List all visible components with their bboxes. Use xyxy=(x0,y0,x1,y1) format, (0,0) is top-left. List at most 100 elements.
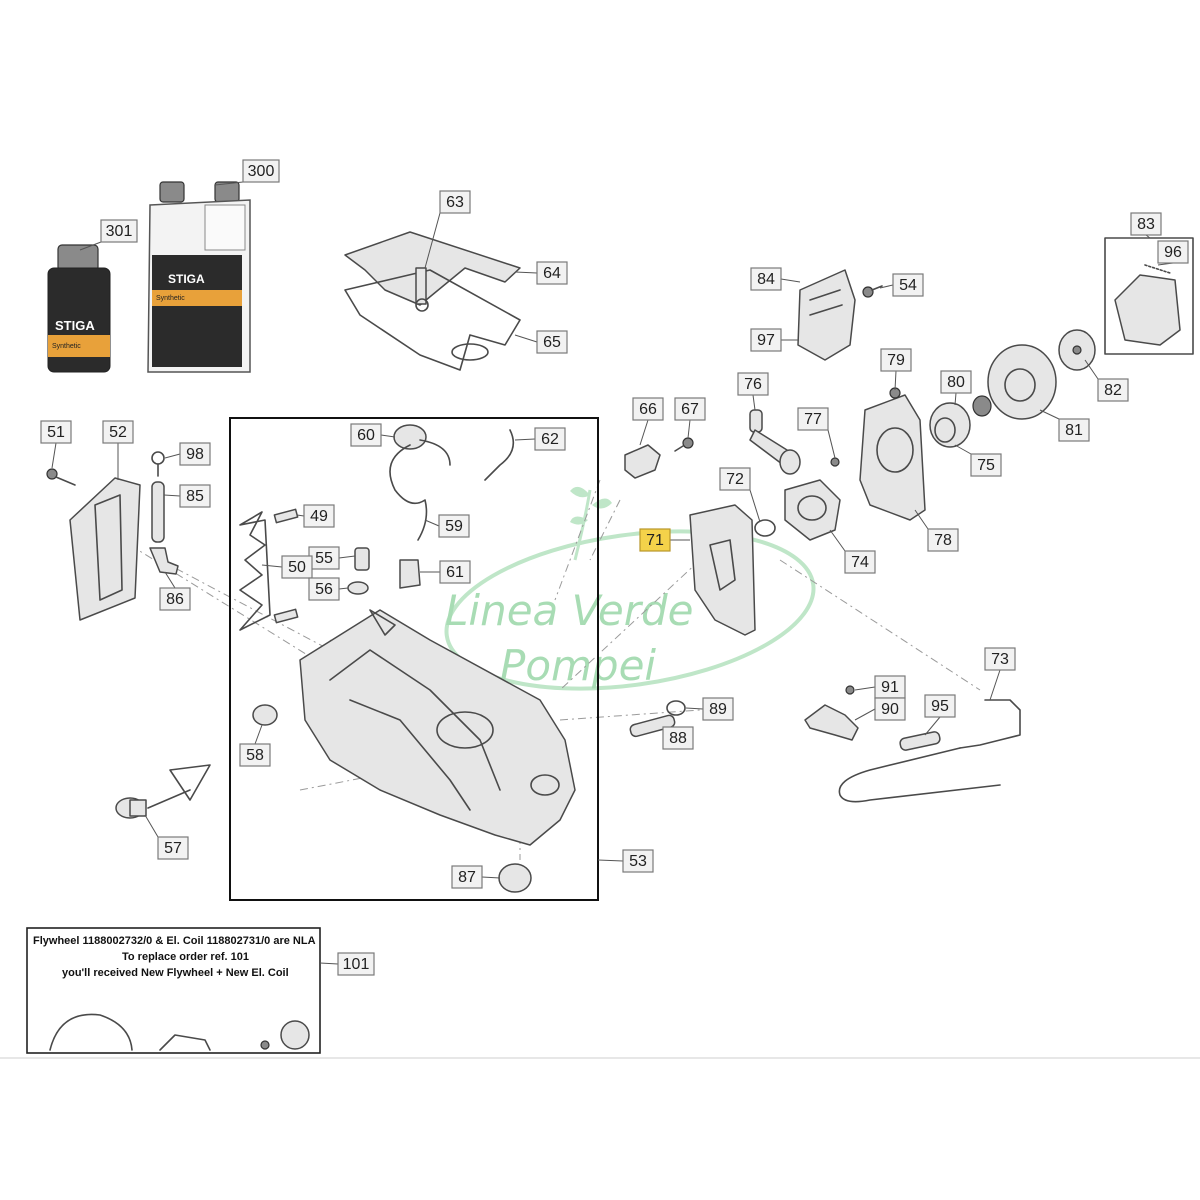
leader-67 xyxy=(687,419,691,439)
callout-box-89 xyxy=(702,697,734,721)
callout-box-71 xyxy=(639,528,671,552)
callout-59: 59 xyxy=(438,514,470,538)
callout-53: 53 xyxy=(622,849,654,873)
callout-text-67: 67 xyxy=(681,401,699,418)
callout-box-84 xyxy=(750,267,782,291)
callout-text-301: 301 xyxy=(106,223,133,240)
callout-text-91: 91 xyxy=(881,679,899,696)
callout-box-58 xyxy=(239,743,271,767)
large-bottle-label: Synthetic xyxy=(156,295,185,302)
leader-81 xyxy=(1039,409,1060,420)
callout-box-81 xyxy=(1058,418,1090,442)
callout-81: 81 xyxy=(1058,418,1090,442)
oil-bottle-small: STIGA Synthetic xyxy=(47,244,111,373)
callout-64: 64 xyxy=(536,261,568,285)
leader-59 xyxy=(424,519,440,527)
leader-56 xyxy=(338,587,349,590)
leader-57 xyxy=(144,814,159,838)
callout-box-54 xyxy=(892,273,924,297)
leader-84 xyxy=(780,278,801,283)
callout-52: 52 xyxy=(102,420,134,444)
watermark-line1: Linea Verde xyxy=(445,586,694,635)
callout-text-87: 87 xyxy=(458,869,476,886)
callout-box-80 xyxy=(940,370,972,394)
leader-51 xyxy=(51,442,57,469)
callout-text-61: 61 xyxy=(446,564,464,581)
callout-box-101 xyxy=(337,952,375,976)
callout-text-52: 52 xyxy=(109,424,127,441)
crankcase-group-frame xyxy=(229,417,599,901)
callout-box-96 xyxy=(1157,240,1189,264)
callout-58: 58 xyxy=(239,743,271,767)
callout-text-64: 64 xyxy=(543,265,561,282)
oil-pump xyxy=(749,409,841,541)
callout-box-78 xyxy=(927,528,959,552)
nla-note: Flywheel 1188002732/0 & El. Coil 1188027… xyxy=(26,927,321,1054)
callout-80: 80 xyxy=(940,370,972,394)
leader-89 xyxy=(685,707,704,710)
large-bottle-brand: STIGA xyxy=(168,272,205,286)
callout-98: 98 xyxy=(179,442,211,466)
callout-71: 71 xyxy=(639,528,671,552)
callout-60: 60 xyxy=(350,423,382,447)
small-bottle-brand: STIGA xyxy=(55,318,95,333)
callout-text-88: 88 xyxy=(669,730,687,747)
callout-box-85 xyxy=(179,484,211,508)
callout-79: 79 xyxy=(880,348,912,372)
callout-box-67 xyxy=(674,397,706,421)
callout-text-77: 77 xyxy=(804,411,822,428)
callout-86: 86 xyxy=(159,587,191,611)
callout-box-74 xyxy=(844,550,876,574)
callout-box-66 xyxy=(632,397,664,421)
callout-text-63: 63 xyxy=(446,194,464,211)
callout-text-74: 74 xyxy=(851,554,869,571)
callout-text-101: 101 xyxy=(343,956,370,973)
callout-box-52 xyxy=(102,420,134,444)
callout-box-90 xyxy=(874,697,906,721)
callout-90: 90 xyxy=(874,697,906,721)
leader-lines xyxy=(51,181,1174,965)
oil-bottle-large: STIGA Synthetic xyxy=(147,181,251,373)
callout-51: 51 xyxy=(40,420,72,444)
callout-box-72 xyxy=(719,467,751,491)
callout-box-86 xyxy=(159,587,191,611)
leader-74 xyxy=(829,529,846,552)
callout-91: 91 xyxy=(874,675,906,699)
callout-67: 67 xyxy=(674,397,706,421)
leader-65 xyxy=(514,334,538,343)
callout-text-60: 60 xyxy=(357,427,375,444)
callout-text-71: 71 xyxy=(646,532,664,549)
leader-58 xyxy=(254,724,263,745)
callout-text-51: 51 xyxy=(47,424,65,441)
leader-60 xyxy=(380,434,396,438)
callout-box-59 xyxy=(438,514,470,538)
callout-text-76: 76 xyxy=(744,376,762,393)
callout-96: 96 xyxy=(1157,240,1189,264)
plate-71 xyxy=(689,504,776,636)
callout-text-95: 95 xyxy=(931,698,949,715)
leader-87 xyxy=(481,876,501,879)
leader-95 xyxy=(924,716,941,736)
callout-box-87 xyxy=(451,865,483,889)
callout-77: 77 xyxy=(797,407,829,431)
leader-66 xyxy=(639,419,649,446)
callout-76: 76 xyxy=(737,372,769,396)
callout-box-98 xyxy=(179,442,211,466)
callout-89: 89 xyxy=(702,697,734,721)
watermark: Linea Verde Pompei xyxy=(444,486,816,691)
leader-78 xyxy=(914,509,929,530)
callout-54: 54 xyxy=(892,273,924,297)
callout-74: 74 xyxy=(844,550,876,574)
callout-box-73 xyxy=(984,647,1016,671)
callout-text-66: 66 xyxy=(639,401,657,418)
callout-box-50 xyxy=(281,555,313,579)
callout-box-63 xyxy=(439,190,471,214)
leader-50 xyxy=(261,564,283,568)
callout-box-97 xyxy=(750,328,782,352)
side-cover xyxy=(46,468,141,621)
tube-assembly xyxy=(149,451,179,575)
top-cover xyxy=(344,231,521,371)
callout-text-59: 59 xyxy=(445,518,463,535)
callout-82: 82 xyxy=(1097,378,1129,402)
